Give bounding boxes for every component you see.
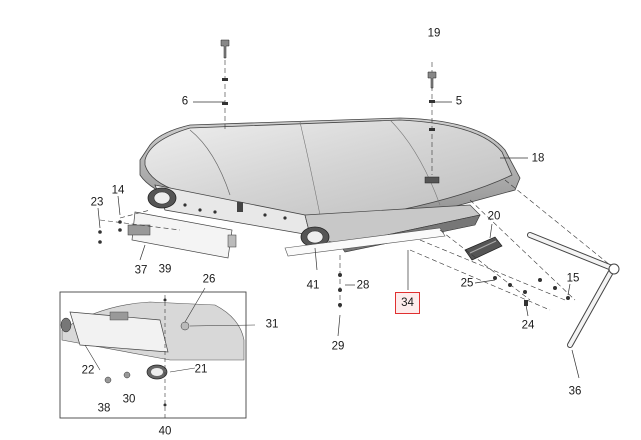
callout-29: 29 (331, 340, 345, 353)
callout-36: 36 (568, 385, 582, 398)
explode-lines (99, 60, 611, 311)
fasteners (98, 39, 570, 307)
callout-26: 26 (202, 273, 216, 286)
handle-20 (464, 236, 503, 261)
callout-23: 23 (90, 196, 104, 209)
callout-30: 30 (122, 393, 136, 406)
seal-strip-34 (284, 227, 446, 257)
callout-6: 6 (181, 95, 189, 108)
callout-18: 18 (531, 152, 545, 165)
callout-19: 19 (427, 27, 441, 40)
callout-15: 15 (566, 272, 580, 285)
lid-latch-slot (424, 176, 440, 184)
callout-25: 25 (460, 277, 474, 290)
callout-37: 37 (134, 264, 148, 277)
callout-40: 40 (158, 425, 172, 438)
lid-seam-1 (189, 129, 231, 196)
callout-5: 5 (455, 95, 463, 108)
speaker-left (147, 187, 177, 209)
callout-14: 14 (111, 184, 125, 197)
callout-24: 24 (521, 319, 535, 332)
lid-seam-3 (389, 119, 441, 206)
callout-21: 21 (194, 363, 208, 376)
callout-39: 39 (158, 263, 172, 276)
callout-20: 20 (487, 210, 501, 223)
panel-plate-37 (127, 211, 237, 259)
callout-22: 22 (81, 364, 95, 377)
lid-seam-2 (299, 121, 321, 216)
callout-31: 31 (265, 318, 279, 331)
callout-38: 38 (97, 402, 111, 415)
leader-lines (97, 101, 580, 379)
callout-34-highlight: 34 (395, 292, 420, 314)
callout-41: 41 (306, 279, 320, 292)
callout-28: 28 (356, 279, 370, 292)
detail-inset (59, 287, 256, 420)
callout-34: 34 (401, 297, 414, 309)
underside-panel (154, 184, 481, 253)
rod-36 (527, 232, 620, 348)
